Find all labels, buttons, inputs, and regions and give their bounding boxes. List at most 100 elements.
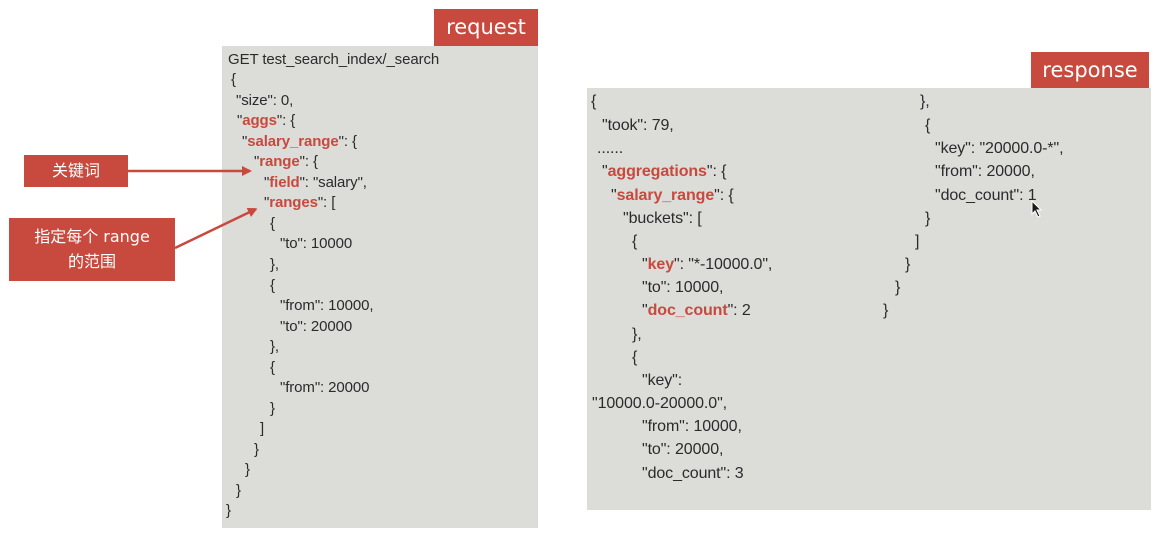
code-token: " bbox=[602, 163, 608, 180]
request-line-6: "range": { bbox=[254, 153, 318, 170]
request-line-17: "from": 20000 bbox=[280, 379, 370, 396]
code-token: "to": 20000, bbox=[642, 441, 724, 458]
code-token: { bbox=[632, 349, 638, 366]
response-right-line-10: } bbox=[883, 302, 888, 320]
response-right-line-1: }, bbox=[920, 93, 930, 111]
code-token: "doc_count": 1 bbox=[935, 187, 1037, 204]
response-line-3: ...... bbox=[597, 140, 623, 158]
code-token: " bbox=[642, 302, 648, 319]
code-token: } bbox=[236, 482, 241, 499]
keyword-token: salary_range bbox=[247, 133, 339, 150]
code-token: " bbox=[642, 256, 648, 273]
response-code-left-column: {"took": 79,......"aggregations": {"sala… bbox=[587, 88, 1151, 510]
request-code-block: GET test_search_index/_search{"size": 0,… bbox=[222, 46, 538, 528]
request-line-13: "from": 10000, bbox=[280, 297, 374, 314]
code-token: { bbox=[925, 117, 931, 134]
code-token: ": { bbox=[714, 187, 734, 204]
code-token: "to": 10000, bbox=[642, 279, 724, 296]
keyword-callout: 关键词 bbox=[24, 155, 128, 187]
code-token: GET test_search_index/_search bbox=[228, 51, 440, 68]
request-label: request bbox=[434, 9, 538, 46]
request-line-22: } bbox=[236, 482, 241, 499]
request-line-16: { bbox=[270, 359, 275, 376]
code-token: " bbox=[611, 187, 617, 204]
code-token: ...... bbox=[597, 140, 624, 157]
response-right-line-5: "doc_count": 1 bbox=[935, 187, 1037, 205]
keyword-token: key bbox=[647, 256, 675, 273]
code-token: ": { bbox=[338, 133, 357, 150]
request-line-1: GET test_search_index/_search bbox=[228, 51, 439, 68]
code-token: "to": 20000 bbox=[280, 318, 353, 335]
code-token: "size": 0, bbox=[236, 92, 294, 109]
code-token: } bbox=[245, 461, 250, 478]
response-right-line-4: "from": 20000, bbox=[935, 163, 1035, 181]
request-line-10: "to": 10000 bbox=[280, 235, 352, 252]
response-line-8: "key": "*-10000.0", bbox=[642, 256, 772, 274]
code-token: } bbox=[254, 441, 259, 458]
code-token: " bbox=[242, 133, 248, 150]
response-line-10: "doc_count": 2 bbox=[642, 302, 751, 320]
mouse-cursor-icon bbox=[1031, 200, 1043, 218]
request-line-18: } bbox=[270, 400, 275, 417]
keyword-token: aggregations bbox=[607, 163, 707, 180]
code-token: ": "*-10000.0", bbox=[674, 256, 773, 273]
code-token: }, bbox=[920, 93, 930, 110]
code-token: { bbox=[270, 215, 275, 232]
code-token: "to": 10000 bbox=[280, 235, 353, 252]
response-line-1: { bbox=[591, 93, 596, 111]
response-line-7: { bbox=[632, 233, 637, 251]
request-line-20: } bbox=[254, 441, 259, 458]
code-token: } bbox=[883, 302, 889, 319]
code-token: }, bbox=[270, 338, 279, 355]
response-right-line-9: } bbox=[895, 279, 900, 297]
code-token: ": [ bbox=[317, 194, 336, 211]
code-token: ": "salary", bbox=[299, 174, 367, 191]
code-token: { bbox=[270, 359, 275, 376]
code-token: { bbox=[231, 71, 236, 88]
code-token: ] bbox=[915, 233, 920, 250]
code-token: "from": 20000, bbox=[935, 163, 1035, 180]
code-token: " bbox=[237, 112, 243, 129]
response-line-6: "buckets": [ bbox=[623, 210, 702, 228]
request-line-19: ] bbox=[260, 420, 264, 437]
response-line-16: "to": 20000, bbox=[642, 441, 723, 459]
code-token: "buckets": [ bbox=[623, 210, 702, 227]
request-line-11: }, bbox=[270, 256, 279, 273]
code-token: } bbox=[226, 502, 231, 519]
code-token: } bbox=[270, 400, 275, 417]
code-token: ": { bbox=[706, 163, 727, 180]
response-right-line-6: } bbox=[925, 210, 930, 228]
code-token: } bbox=[905, 256, 911, 273]
keyword-token: doc_count bbox=[647, 302, 728, 319]
request-line-23: } bbox=[226, 502, 231, 519]
response-line-4: "aggregations": { bbox=[602, 163, 726, 181]
code-token: "from": 20000 bbox=[280, 379, 370, 396]
code-token: } bbox=[925, 210, 931, 227]
response-right-line-7: ] bbox=[915, 233, 919, 251]
request-line-5: "salary_range": { bbox=[242, 133, 357, 150]
code-token: ] bbox=[260, 420, 265, 437]
response-right-line-2: { bbox=[925, 117, 930, 135]
code-token: }, bbox=[270, 256, 279, 273]
keyword-token: aggs bbox=[242, 112, 277, 129]
request-line-3: "size": 0, bbox=[236, 92, 293, 109]
keyword-token: ranges bbox=[269, 194, 318, 211]
request-line-7: "field": "salary", bbox=[264, 174, 367, 191]
ranges-arrow bbox=[174, 207, 258, 250]
request-code-panel: GET test_search_index/_search{"size": 0,… bbox=[222, 46, 538, 528]
request-line-14: "to": 20000 bbox=[280, 318, 352, 335]
keyword-token: salary_range bbox=[616, 187, 715, 204]
response-line-5: "salary_range": { bbox=[611, 187, 734, 205]
code-token: "10000.0-20000.0", bbox=[592, 395, 728, 412]
response-line-2: "took": 79, bbox=[602, 117, 674, 135]
code-token: }, bbox=[632, 326, 642, 343]
code-token: "took": 79, bbox=[602, 117, 674, 134]
code-token: { bbox=[632, 233, 638, 250]
ranges-callout: 指定每个 range 的范围 bbox=[9, 218, 175, 281]
code-token: "key": "20000.0-*", bbox=[935, 140, 1064, 157]
code-token: " bbox=[254, 153, 260, 170]
response-label: response bbox=[1031, 52, 1149, 88]
request-line-12: { bbox=[270, 277, 275, 294]
request-line-15: }, bbox=[270, 338, 279, 355]
